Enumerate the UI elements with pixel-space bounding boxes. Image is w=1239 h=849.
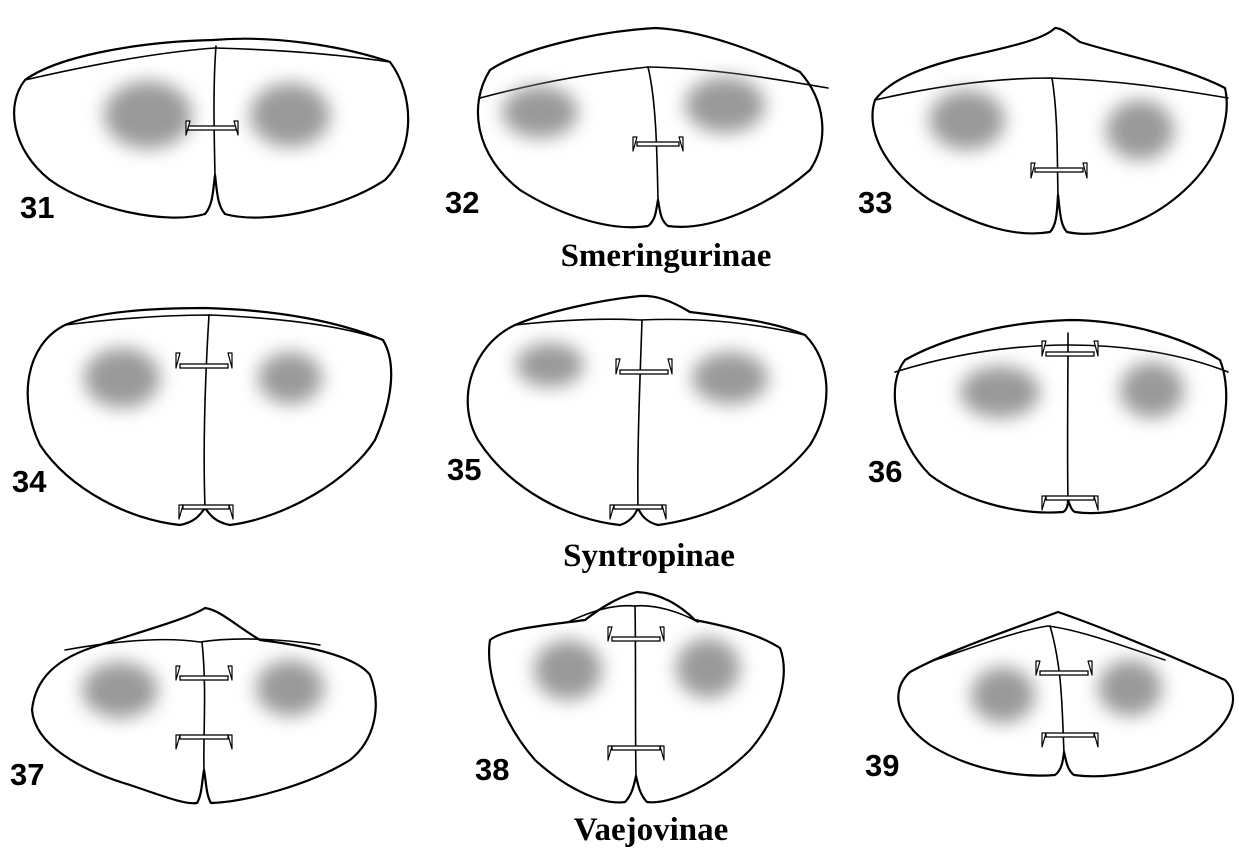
anterior-margin: [875, 78, 1228, 100]
measurement-marker: [1042, 341, 1098, 356]
figure-37: 37: [10, 608, 376, 803]
figure-number: 32: [445, 185, 479, 220]
anterior-margin: [65, 639, 320, 650]
figure-number: 31: [20, 190, 54, 225]
measurement-marker: [633, 137, 683, 151]
stippled-patch-left: [960, 366, 1040, 418]
stippled-patch-right: [258, 352, 322, 404]
measurement-marker: [186, 121, 238, 135]
figure-number: 38: [475, 752, 509, 787]
stippled-patch-right: [692, 352, 768, 404]
stippled-patch-left: [929, 90, 1005, 150]
figure-number: 35: [447, 452, 481, 487]
figure-36: 36: [868, 320, 1228, 513]
figure-35: 35: [447, 296, 826, 525]
stippled-patch-left: [82, 662, 158, 718]
figure-number: 33: [858, 185, 892, 220]
subfamily-caption: Vaejovinae: [574, 812, 729, 848]
median-suture: [202, 642, 205, 770]
stippled-patch-left: [534, 640, 602, 700]
figure-33: 33: [858, 28, 1228, 234]
posterior-measurement-marker: [1042, 733, 1098, 747]
stippled-patch-right: [250, 83, 330, 147]
anterior-margin: [25, 48, 390, 80]
subfamily-caption: Smeringurinae: [561, 238, 772, 274]
posterior-measurement-marker: [610, 505, 666, 519]
figure-39: 39: [865, 612, 1233, 783]
measurement-marker: [616, 359, 672, 374]
stippled-patch-left: [84, 348, 160, 408]
stippled-patch-right: [256, 660, 324, 716]
median-suture: [648, 67, 658, 200]
stippled-patch-left: [502, 86, 578, 138]
figure-number: 39: [865, 748, 899, 783]
median-suture: [214, 46, 216, 175]
figure-32: 32: [445, 28, 828, 227]
figure-number: 36: [868, 454, 902, 489]
anterior-margin: [568, 606, 698, 622]
figure-number: 37: [10, 757, 44, 792]
figure-34: 34: [12, 308, 391, 525]
median-suture: [638, 320, 642, 508]
stippled-patch-right: [685, 77, 765, 133]
sternite-outline: [898, 612, 1233, 776]
stippled-patch-right: [1120, 362, 1184, 418]
anterior-margin: [935, 626, 1165, 660]
stippled-patch-left: [104, 81, 192, 149]
anterior-margin: [65, 315, 383, 340]
posterior-measurement-marker: [179, 505, 233, 519]
figure-38: 38: [475, 592, 784, 802]
median-suture: [204, 315, 209, 508]
stippled-patch-left: [516, 343, 584, 387]
stippled-patch-right: [1098, 660, 1162, 716]
measurement-marker: [1031, 163, 1087, 178]
sternite-outline: [468, 296, 827, 525]
median-suture: [1052, 78, 1058, 195]
subfamily-caption: Syntropinae: [563, 538, 735, 574]
anterior-margin: [895, 345, 1228, 372]
stippled-patch-left: [971, 667, 1035, 723]
stippled-patch-right: [676, 638, 740, 698]
figure-number: 34: [12, 464, 47, 499]
measurement-marker: [1036, 661, 1092, 675]
stippled-patch-right: [1106, 100, 1174, 160]
sternite-outline: [28, 308, 391, 525]
figure-31: 31: [14, 39, 408, 225]
measurement-marker: [176, 353, 232, 368]
sternite-outline: [895, 320, 1226, 513]
